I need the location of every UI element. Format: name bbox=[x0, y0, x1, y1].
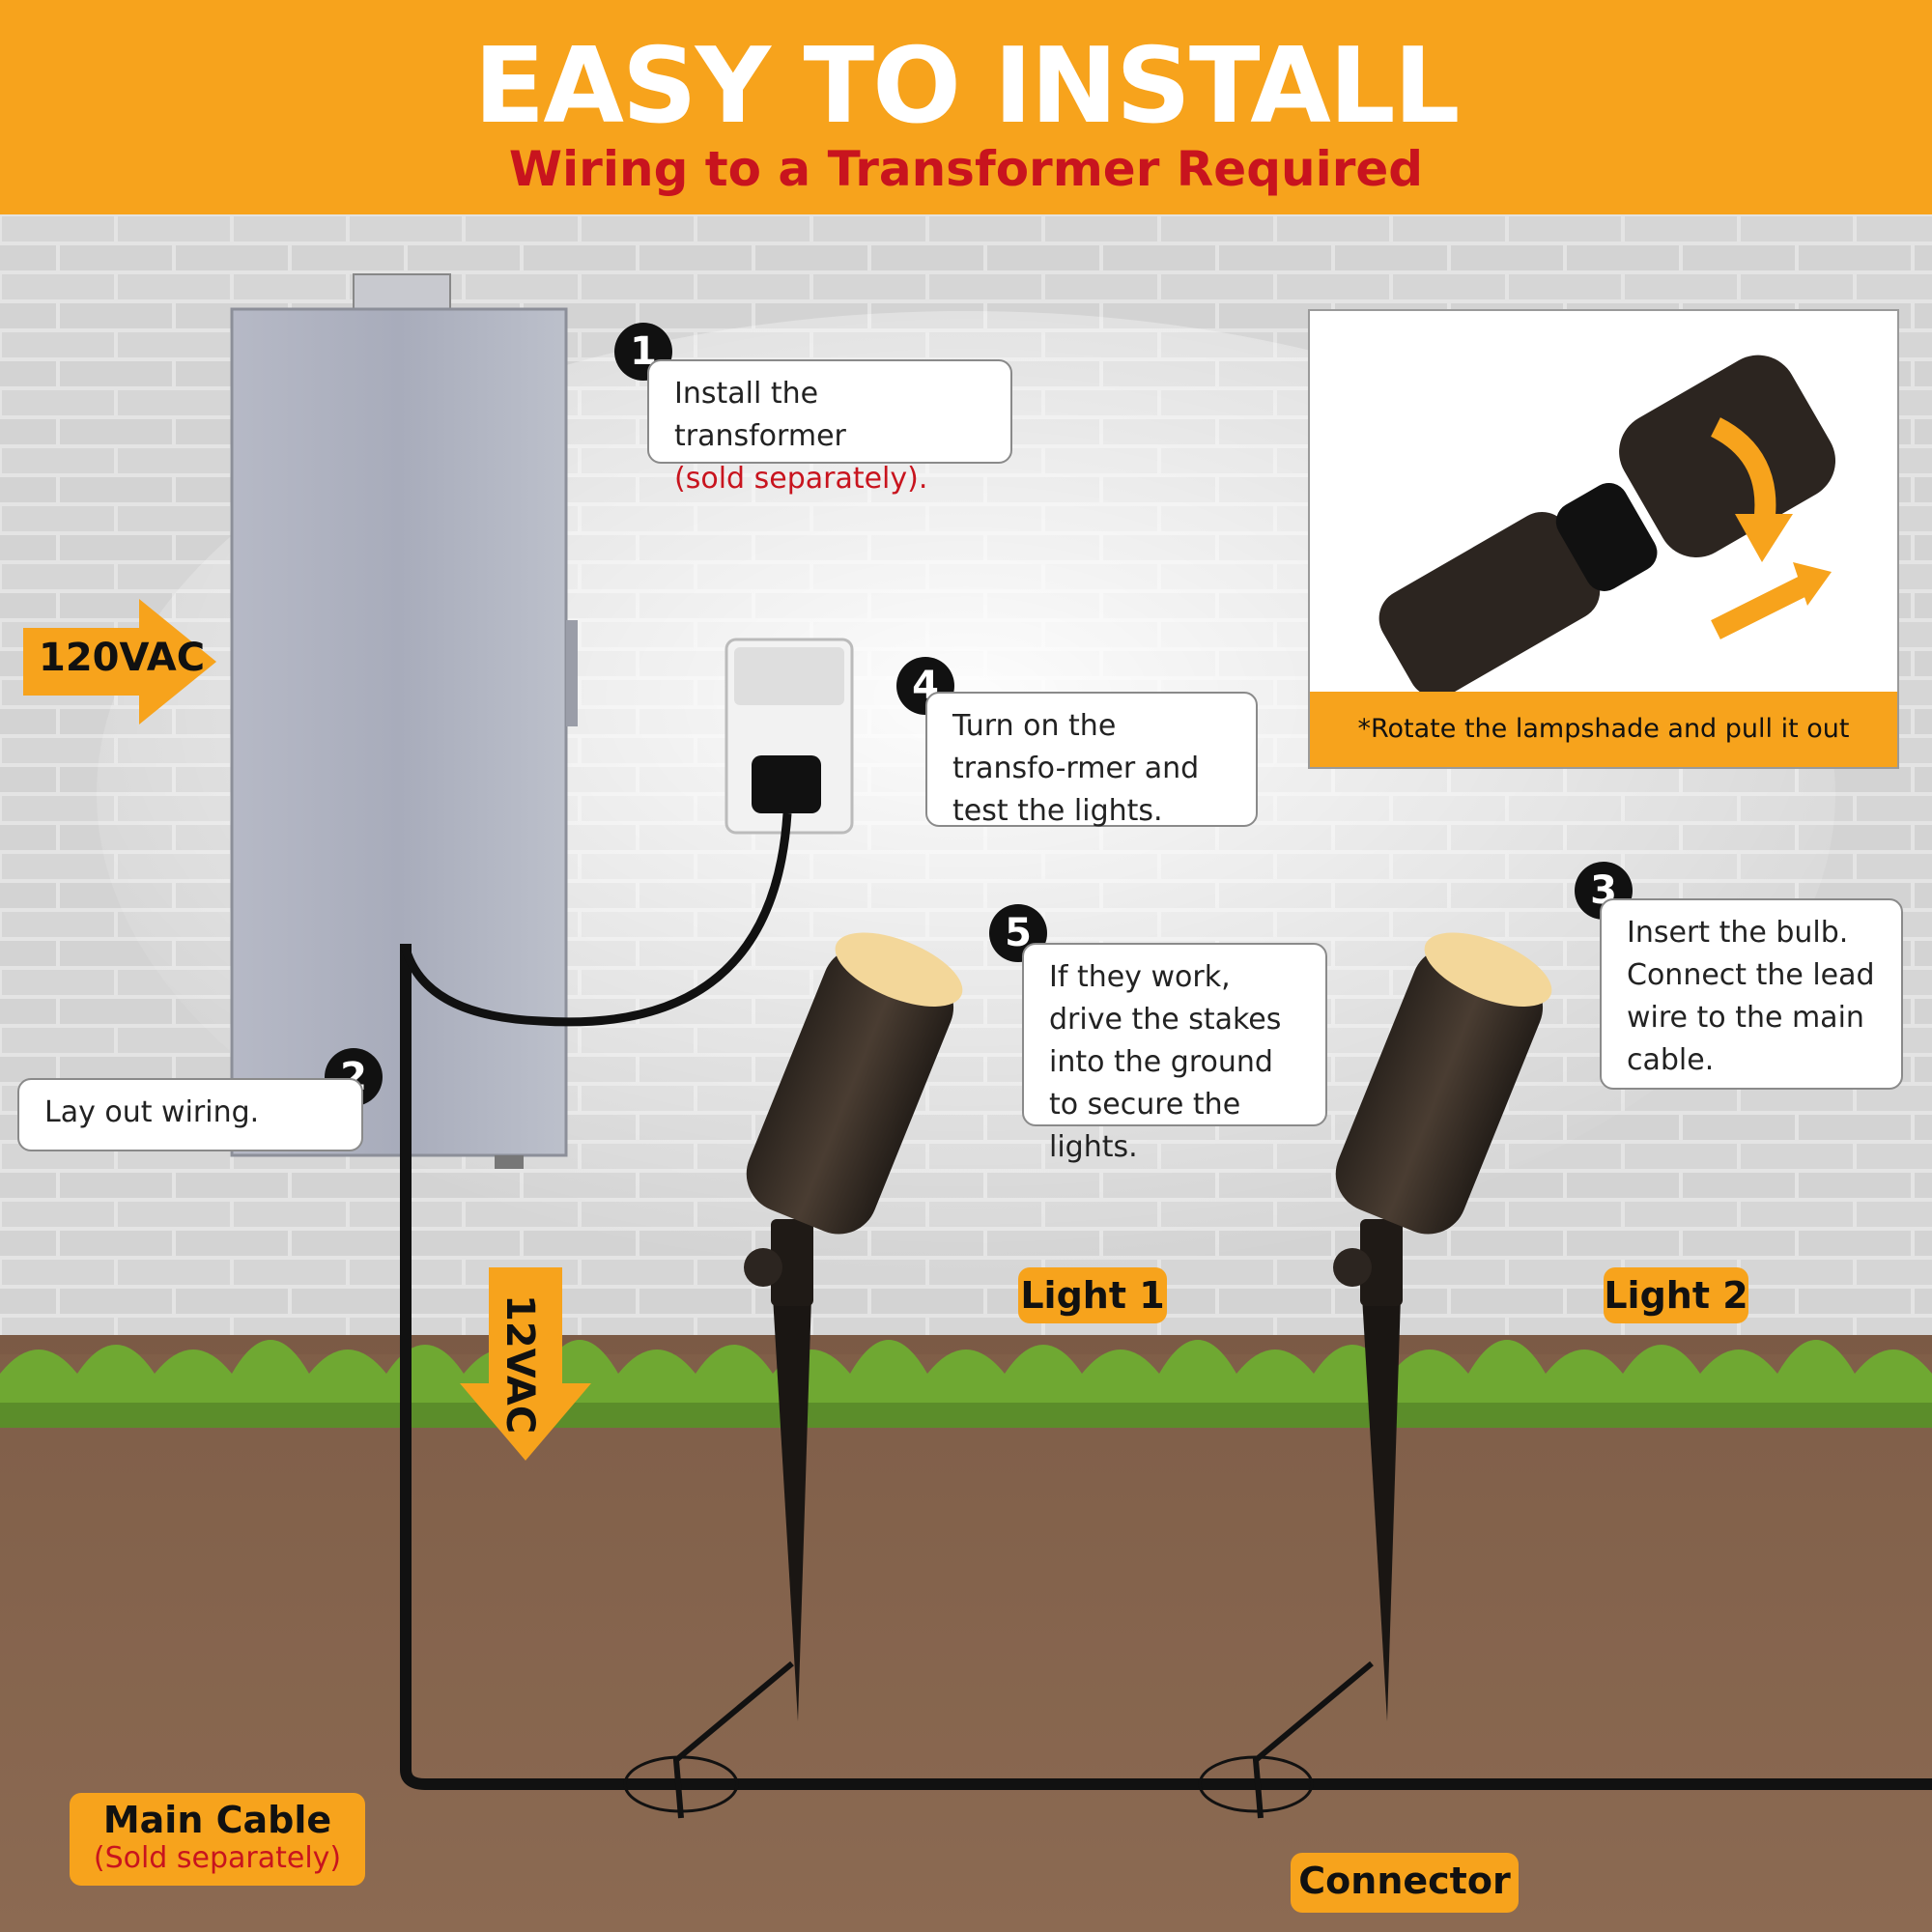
header-banner bbox=[0, 0, 1932, 214]
step-3-text: Insert the bulb. Connect the lead wire t… bbox=[1627, 916, 1875, 1077]
pull-arrow bbox=[1711, 572, 1817, 639]
light-2-tag: Light 2 bbox=[1604, 1267, 1748, 1323]
step-2-bubble: Lay out wiring. bbox=[17, 1078, 363, 1151]
arrow-12vac bbox=[460, 1267, 591, 1461]
step-3-bubble: Insert the bulb. Connect the lead wire t… bbox=[1600, 898, 1903, 1090]
step-1-number: 1 bbox=[614, 323, 672, 381]
page-subtitle: Wiring to a Transformer Required bbox=[508, 141, 1424, 197]
step-4-text: Turn on the transfo-rmer and test the li… bbox=[952, 709, 1200, 828]
output-voltage-label: 12VAC bbox=[497, 1294, 542, 1435]
lampshade-callout: *Rotate the lampshade and pull it out bbox=[1308, 309, 1899, 769]
connector-tag: Connector bbox=[1291, 1853, 1519, 1913]
rotate-arrow bbox=[1710, 417, 1776, 526]
step-4-bubble: Turn on the transfo-rmer and test the li… bbox=[925, 692, 1258, 828]
power-cord bbox=[401, 812, 792, 1027]
light-2-fixture bbox=[1333, 932, 1552, 1721]
plug bbox=[752, 755, 821, 813]
light-1-tag: Light 1 bbox=[1018, 1267, 1167, 1323]
step-2-text: Lay out wiring. bbox=[44, 1095, 260, 1129]
lampshade-illustration bbox=[1310, 311, 1897, 697]
callout-caption: *Rotate the lampshade and pull it out bbox=[1310, 692, 1897, 767]
main-cable-tag: Main Cable (Sold separately) bbox=[70, 1793, 365, 1886]
outlet bbox=[724, 638, 854, 835]
step-5-bubble: If they work, drive the stakes into the … bbox=[1022, 943, 1327, 1164]
page-title: EASY TO INSTALL bbox=[473, 26, 1461, 147]
step-5-text: If they work, drive the stakes into the … bbox=[1049, 960, 1282, 1164]
step-1-note: (sold separately). bbox=[674, 462, 928, 496]
arrow-120vac bbox=[23, 599, 216, 724]
main-cable-note: (Sold separately) bbox=[93, 1841, 342, 1875]
main-cable-label: Main Cable bbox=[102, 1799, 332, 1841]
step-1-text: Install the transformer bbox=[674, 377, 846, 453]
light-1-fixture bbox=[744, 932, 963, 1721]
main-cable-line bbox=[400, 944, 1932, 1790]
input-voltage-label: 120VAC bbox=[39, 636, 206, 680]
step-1-bubble: Install the transformer (sold separately… bbox=[647, 359, 1012, 496]
